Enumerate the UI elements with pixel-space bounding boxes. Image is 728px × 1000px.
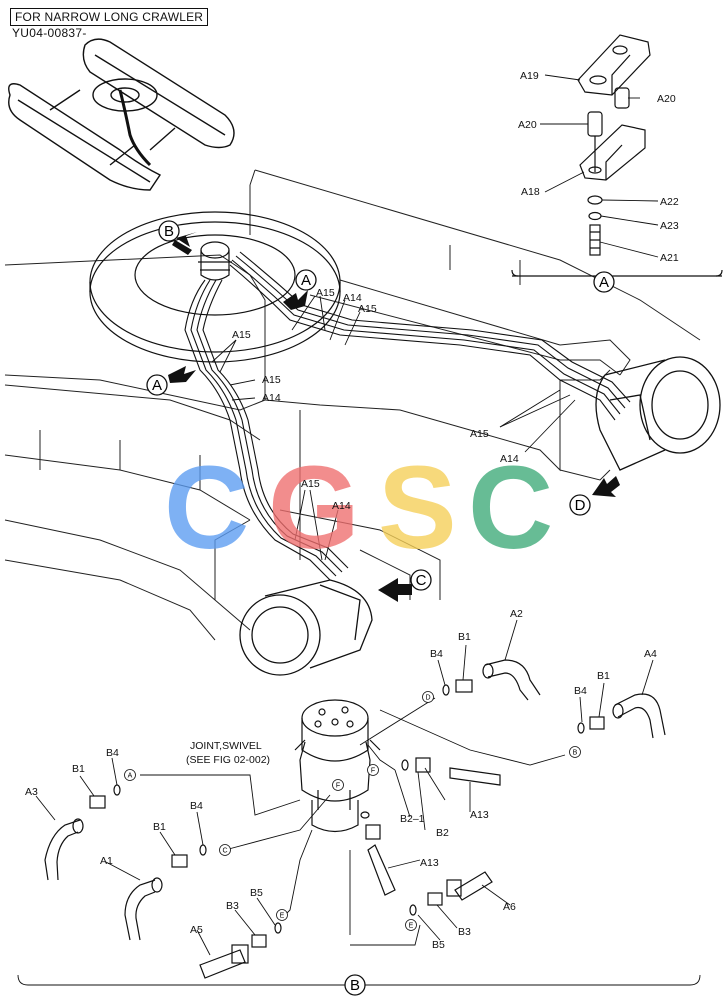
port-mark-f-upper: F [371,768,375,775]
direction-arrows [168,232,620,602]
detail-a-bracket [511,34,723,277]
part-label-a15-5: A15 [470,428,489,440]
part-label-b2: B2 [436,827,449,839]
port-mark-e-left: E [280,913,285,920]
part-label-a14-2: A14 [262,392,281,404]
view-mark-a-detail: A [599,274,609,291]
view-a-arrow-lower [168,366,196,383]
part-label-a15-2: A15 [358,303,377,315]
variant-label: FOR NARROW LONG CRAWLER [10,8,209,26]
part-label-b5-left: B5 [250,887,263,899]
swivel-joint-assembly [198,241,232,281]
part-label-a15-6: A15 [301,478,320,490]
part-label-a4: A4 [644,648,657,660]
part-label-a2: A2 [510,608,523,620]
view-c-arrow [378,578,412,602]
part-label-a5: A5 [190,924,203,936]
view-a-arrow-upper [283,290,308,310]
joint-note-line2: (SEE FIG 02-002) [186,754,270,766]
part-label-a15-3: A15 [232,329,251,341]
part-label-a20-left: A20 [518,119,537,131]
hose-bundle-right [229,251,631,421]
part-label-a21: A21 [660,252,679,264]
leader-lines [17,74,701,986]
view-b-arrow [176,232,197,247]
part-label-a22: A22 [660,196,679,208]
view-mark-b-bottom: B [350,977,360,994]
part-label-a13-upper: A13 [470,809,489,821]
part-label-a19: A19 [520,70,539,82]
part-label-a13-lower: A13 [420,857,439,869]
view-d-arrow [592,476,620,497]
joint-note: JOINT,SWIVEL (SEE FIG 02-002) [186,740,270,766]
port-mark-c: C [222,848,227,855]
port-mark-e-right: E [409,923,414,930]
part-label-b4-a1: B4 [190,800,203,812]
view-markers: B A A C D A B [146,220,615,996]
watermark: C G S C [164,442,553,574]
part-label-a6: A6 [503,901,516,913]
port-markers: D B A F F C E E [124,691,581,931]
view-mark-b-top: B [164,223,174,240]
figure-code: YU04-00837- [12,26,87,40]
port-mark-f-lower: F [336,783,340,790]
part-label-a20-right: A20 [657,93,676,105]
crawler-track-inset [8,38,235,191]
hose-bundle-left [184,279,349,581]
part-label-a1: A1 [100,855,113,867]
part-label-a14-1: A14 [343,292,362,304]
port-mark-b: B [573,750,578,757]
travel-motor-left [239,579,373,676]
part-label-b4-a3: B4 [106,747,119,759]
watermark-letter-3: S [378,442,457,574]
part-label-b4-a2: B4 [430,648,443,660]
watermark-letter-2: G [268,442,360,574]
part-label-a14-3: A14 [500,453,519,465]
part-label-a18: A18 [521,186,540,198]
swivel-joint-exploded [294,699,381,833]
joint-note-line1: JOINT,SWIVEL [190,740,262,752]
part-label-b3-right: B3 [458,926,471,938]
watermark-letter-1: C [164,442,249,574]
watermark-letter-4: C [468,442,553,574]
view-mark-c: C [416,572,427,589]
part-label-a15-1: A15 [316,287,335,299]
travel-motor-right [595,356,721,471]
port-mark-d: D [425,695,430,702]
part-label-b3-left: B3 [226,900,239,912]
part-label-b1-a4: B1 [597,670,610,682]
part-label-a15-4: A15 [262,374,281,386]
part-labels: A19 A20 A20 A18 A22 A23 A21 A15 A14 A15 … [25,70,679,951]
part-label-a23: A23 [660,220,679,232]
fittings-exploded [44,659,666,979]
port-mark-a: A [128,773,133,780]
view-mark-d: D [575,497,586,514]
view-mark-a-upper: A [301,272,311,289]
part-label-b1-a3: B1 [72,763,85,775]
part-label-a3: A3 [25,786,38,798]
part-label-b2-1: B2–1 [400,813,425,825]
part-label-b1-a1: B1 [153,821,166,833]
part-label-b4-a4: B4 [574,685,587,697]
part-label-a14-4: A14 [332,500,351,512]
view-mark-a-lower: A [152,377,162,394]
part-label-b5-right: B5 [432,939,445,951]
part-label-b1-a2: B1 [458,631,471,643]
